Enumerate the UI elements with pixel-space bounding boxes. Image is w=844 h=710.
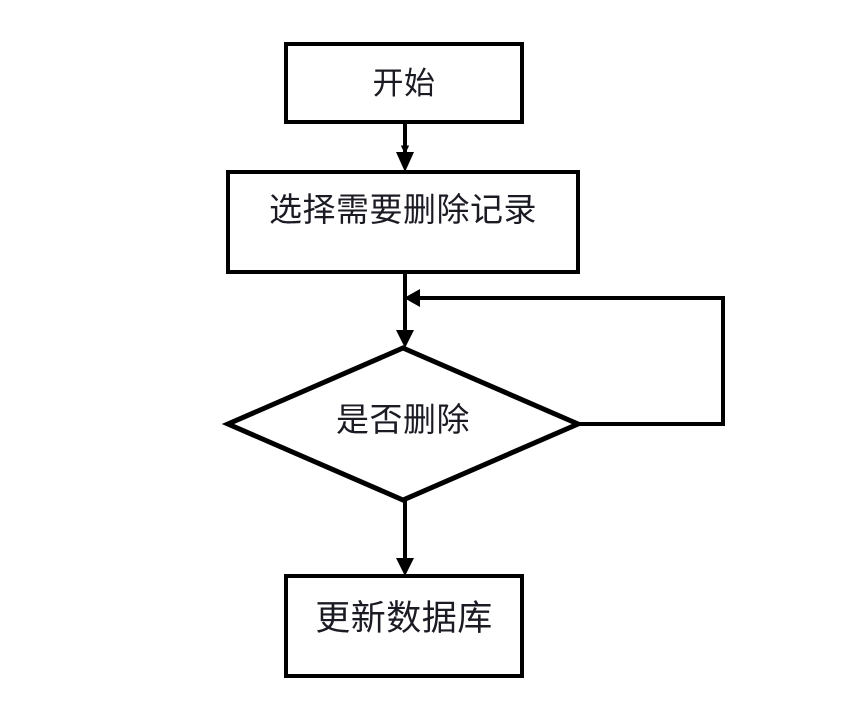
node-update-database-shape[interactable] bbox=[284, 574, 524, 678]
node-start-shape[interactable] bbox=[284, 42, 524, 124]
edge-decision-loopback bbox=[420, 296, 725, 426]
node-select-records-label: 选择需要删除记录 bbox=[269, 193, 537, 229]
edge-start-to-select-arrowhead bbox=[396, 152, 414, 172]
node-start-label: 开始 bbox=[372, 66, 436, 101]
edge-decision-to-update-arrowhead bbox=[396, 558, 414, 576]
edge-select-to-decision-arrowhead bbox=[396, 330, 414, 348]
node-update-database-label: 更新数据库 bbox=[315, 599, 493, 638]
edge-decision-loopback-arrowhead bbox=[404, 289, 420, 307]
node-confirm-delete-label: 是否删除 bbox=[336, 403, 470, 439]
node-select-records-shape[interactable] bbox=[226, 170, 580, 274]
